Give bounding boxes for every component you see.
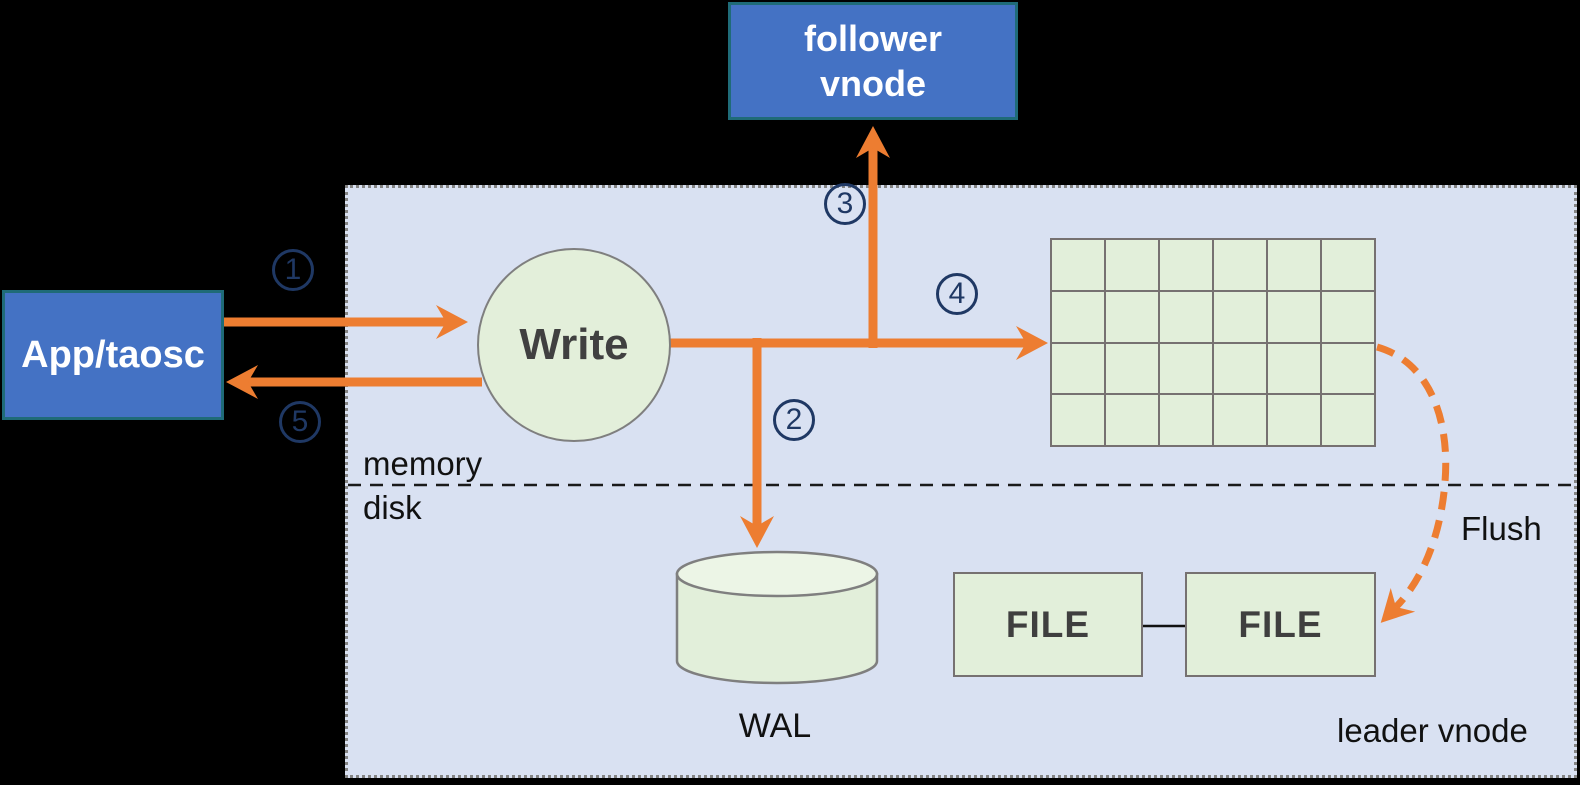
mem-table-cell [1106, 343, 1158, 394]
file-box-2-label: FILE [1238, 603, 1323, 645]
mem-table-cell [1052, 240, 1104, 290]
flush-label: Flush [1461, 510, 1542, 547]
wal-label: WAL [738, 707, 812, 745]
app-taosc-label: App/taosc [21, 333, 205, 376]
mem-table-cell [1214, 291, 1266, 342]
write-node-label: Write [519, 320, 629, 369]
mem-table-cell [1214, 240, 1266, 290]
app-taosc-box: App/taosc [2, 290, 224, 420]
mem-table-cell [1322, 395, 1374, 445]
mem-table-cell [1322, 291, 1374, 342]
mem-table-cell [1214, 343, 1266, 394]
mem-table-cell [1160, 291, 1212, 342]
mem-table-grid [1050, 238, 1376, 447]
mem-table-cell [1052, 395, 1104, 445]
step-badge-1: 1 [272, 249, 314, 291]
step-badge-2: 2 [773, 399, 815, 441]
mem-table-cell [1160, 240, 1212, 290]
leader-vnode-label: leader vnode [1337, 712, 1528, 749]
file-box-2: FILE [1185, 572, 1376, 677]
mem-table-cell [1106, 291, 1158, 342]
mem-table-cell [1106, 240, 1158, 290]
memory-label: memory [363, 445, 483, 482]
step-badge-5: 5 [279, 401, 321, 443]
write-node: Write [477, 248, 671, 442]
mem-table-cell [1268, 291, 1320, 342]
mem-table-cell [1214, 395, 1266, 445]
mem-table-cell [1268, 240, 1320, 290]
mem-table-cell [1268, 343, 1320, 394]
file-box-1-label: FILE [1005, 603, 1091, 645]
mem-table-cell [1052, 343, 1104, 394]
file-box-1: FILE [953, 572, 1143, 677]
mem-table-cell [1322, 343, 1374, 394]
step-badge-4: 4 [936, 273, 978, 315]
follower-vnode-label-line2: vnode [819, 63, 926, 104]
mem-table-cell [1106, 395, 1158, 445]
step-badge-3: 3 [824, 183, 866, 225]
mem-table-cell [1160, 395, 1212, 445]
mem-table-cell [1052, 291, 1104, 342]
follower-vnode-box: follower vnode [728, 2, 1018, 120]
mem-table-cell [1268, 395, 1320, 445]
mem-table-cell [1160, 343, 1212, 394]
disk-label: disk [363, 489, 422, 526]
follower-vnode-label-line1: follower [803, 18, 942, 59]
mem-table-cell [1322, 240, 1374, 290]
